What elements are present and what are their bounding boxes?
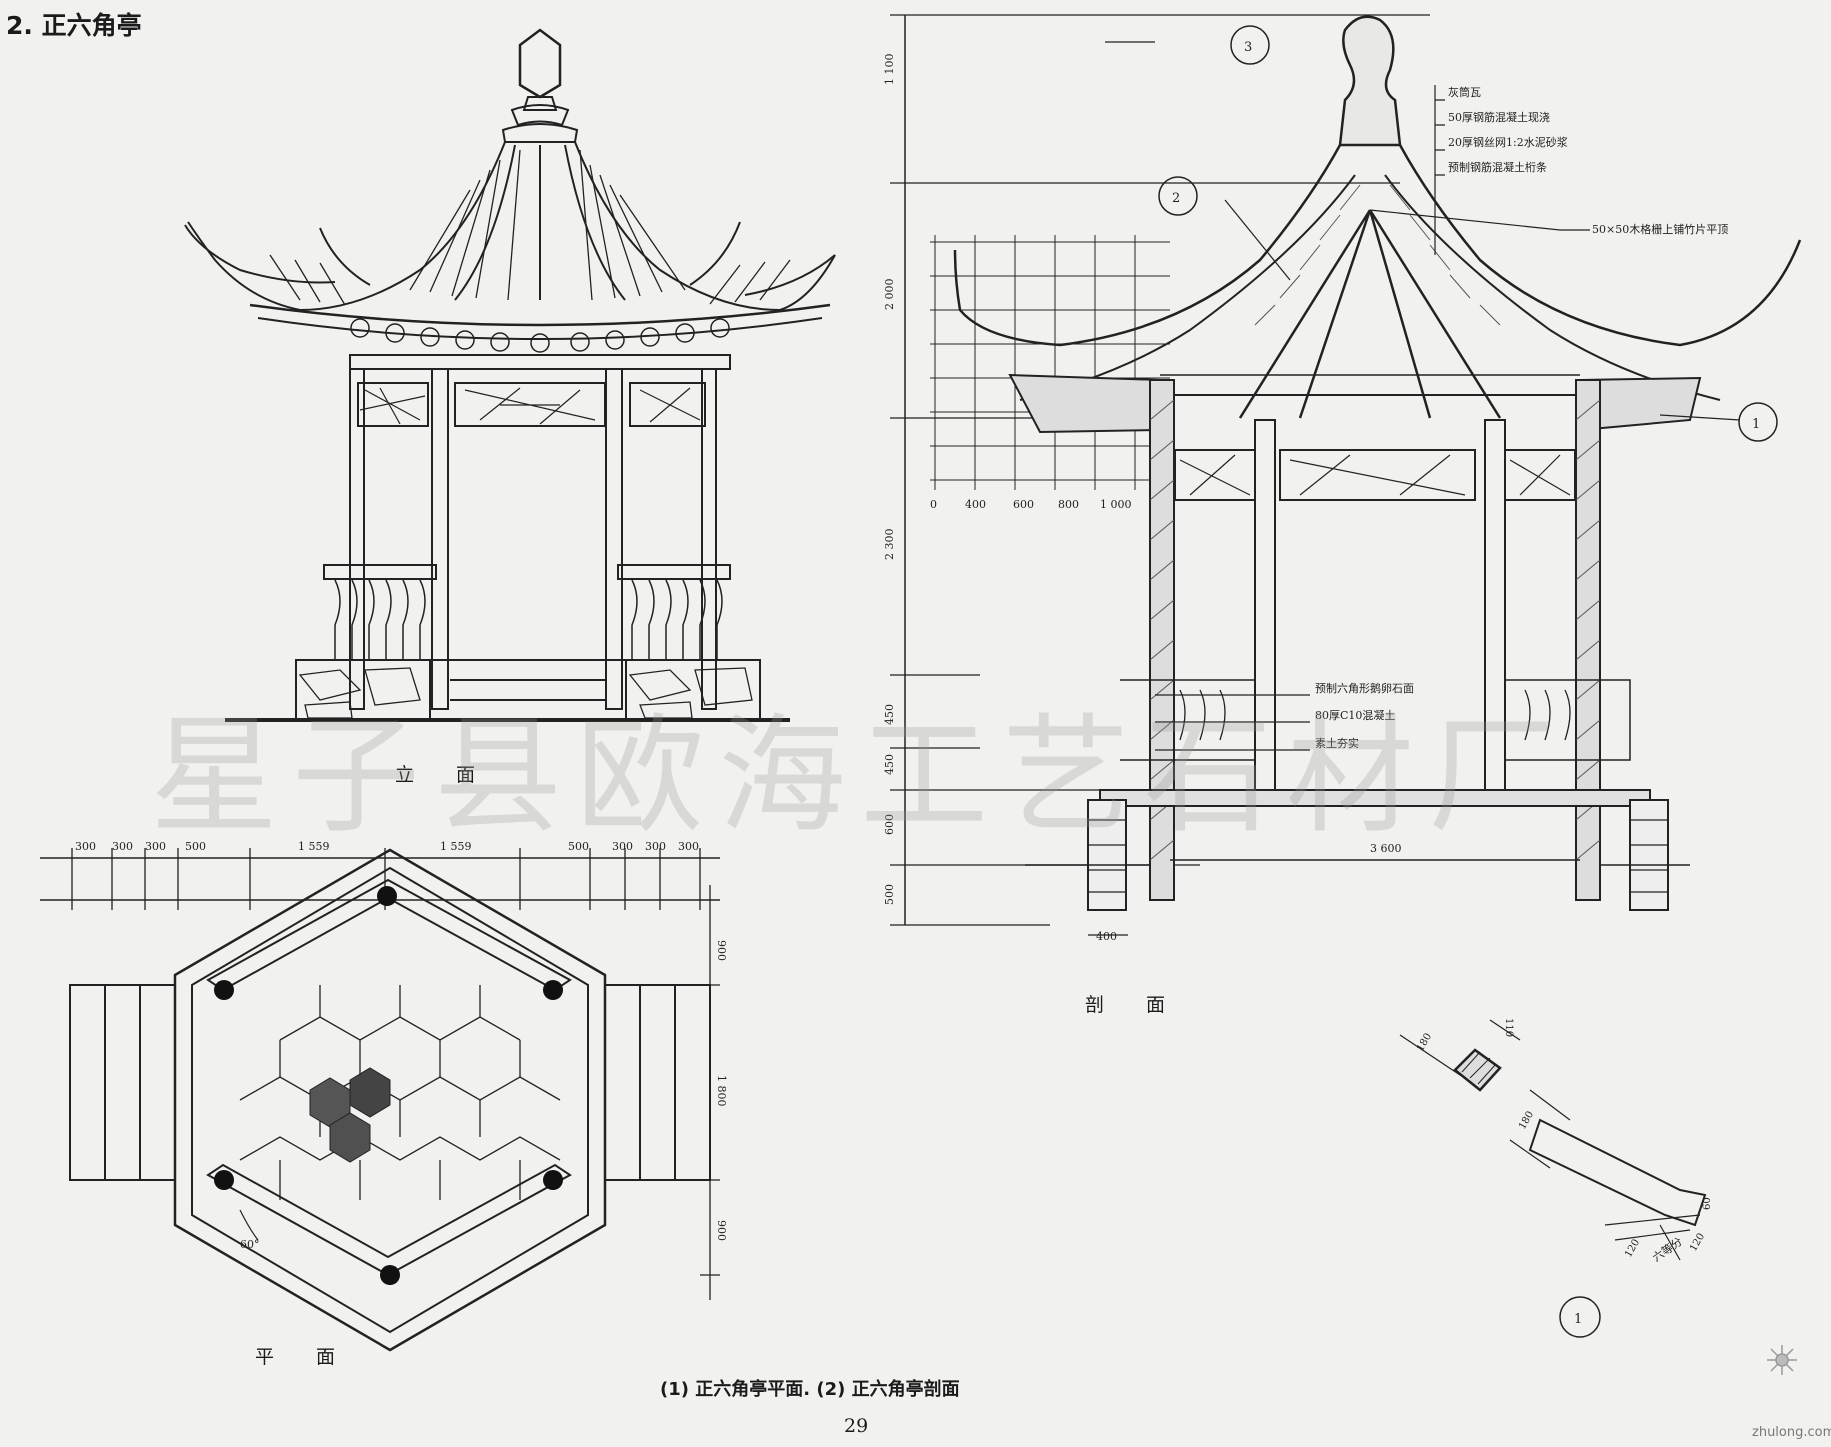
plan-dim: 300 [645, 840, 666, 853]
plan-label: 平 面 [255, 1346, 354, 1368]
marker-3: 3 [1244, 40, 1252, 55]
plan-dim: 300 [112, 840, 133, 853]
section-dim: 1 100 [883, 54, 896, 86]
marker-2: 2 [1172, 191, 1180, 206]
detail-dim: 120 [1688, 1231, 1707, 1253]
plan-angle: 60° [240, 1238, 260, 1251]
elevation-view [184, 28, 836, 722]
detail-marker: 1 [1574, 1312, 1582, 1327]
plan-dim: 1 559 [298, 840, 330, 853]
plan-dim: 1 559 [440, 840, 472, 853]
section-dim: 500 [883, 884, 896, 905]
plan-dim: 300 [145, 840, 166, 853]
plan-dim: 300 [678, 840, 699, 853]
plan-view [40, 848, 720, 1352]
scale-tick: 600 [1013, 498, 1034, 511]
plan-dim: 300 [612, 840, 633, 853]
zhulong-logo-icon [1767, 1345, 1797, 1375]
detail-dim: 60 [1702, 1197, 1713, 1210]
floor-note: 预制六角形鹅卵石面 [1315, 681, 1414, 695]
section-label: 剖 面 [1085, 994, 1184, 1016]
scale-tick: 800 [1058, 498, 1079, 511]
roof-note: 预制钢筋混凝土桁条 [1448, 160, 1547, 174]
section-dim-footing: 400 [1096, 930, 1117, 943]
floor-note: 80厚C10混凝土 [1315, 708, 1395, 722]
detail-dim: 180 [1415, 1031, 1434, 1053]
roof-note: 50厚钢筋混凝土现浇 [1448, 110, 1550, 124]
plan-dim-right: 900 [715, 940, 728, 961]
scale-tick: 1 000 [1100, 498, 1132, 511]
section-dim: 450 [883, 704, 896, 725]
section-dim: 600 [883, 814, 896, 835]
plan-dim: 300 [75, 840, 96, 853]
plan-dim: 500 [568, 840, 589, 853]
page-number: 29 [844, 1415, 869, 1437]
brand-text: zhulong.com [1752, 1425, 1831, 1440]
detail-dim: 110 [1503, 1018, 1514, 1037]
page-title: 2. 正六角亭 [6, 11, 142, 40]
detail-dim: 120 [1623, 1237, 1642, 1259]
section-dim: 2 000 [883, 279, 896, 311]
section-view [890, 14, 1802, 936]
roof-note: 20厚钢丝网1:2水泥砂浆 [1448, 135, 1568, 149]
section-dim: 450 [883, 754, 896, 775]
marker-1: 1 [1752, 417, 1760, 432]
ceiling-note: 50×50木格栅上铺竹片平顶 [1592, 222, 1728, 236]
scale-tick: 0 [930, 498, 937, 511]
section-dim: 2 300 [883, 529, 896, 561]
detail-view [1399, 1019, 1707, 1338]
plan-dim: 500 [185, 840, 206, 853]
floor-note: 素土夯实 [1315, 736, 1359, 750]
section-dim-width: 3 600 [1370, 842, 1402, 855]
plan-dim-right: 900 [715, 1220, 728, 1241]
roof-note: 灰筒瓦 [1448, 85, 1481, 99]
watermark: 星子县欧海工艺石材厂 [150, 702, 1571, 851]
elevation-label: 立 面 [395, 764, 494, 786]
figure-caption: (1) 正六角亭平面. (2) 正六角亭剖面 [660, 1379, 960, 1400]
detail-dim: 180 [1517, 1109, 1536, 1131]
plan-dim-right: 1 800 [715, 1075, 728, 1107]
scale-tick: 400 [965, 498, 986, 511]
